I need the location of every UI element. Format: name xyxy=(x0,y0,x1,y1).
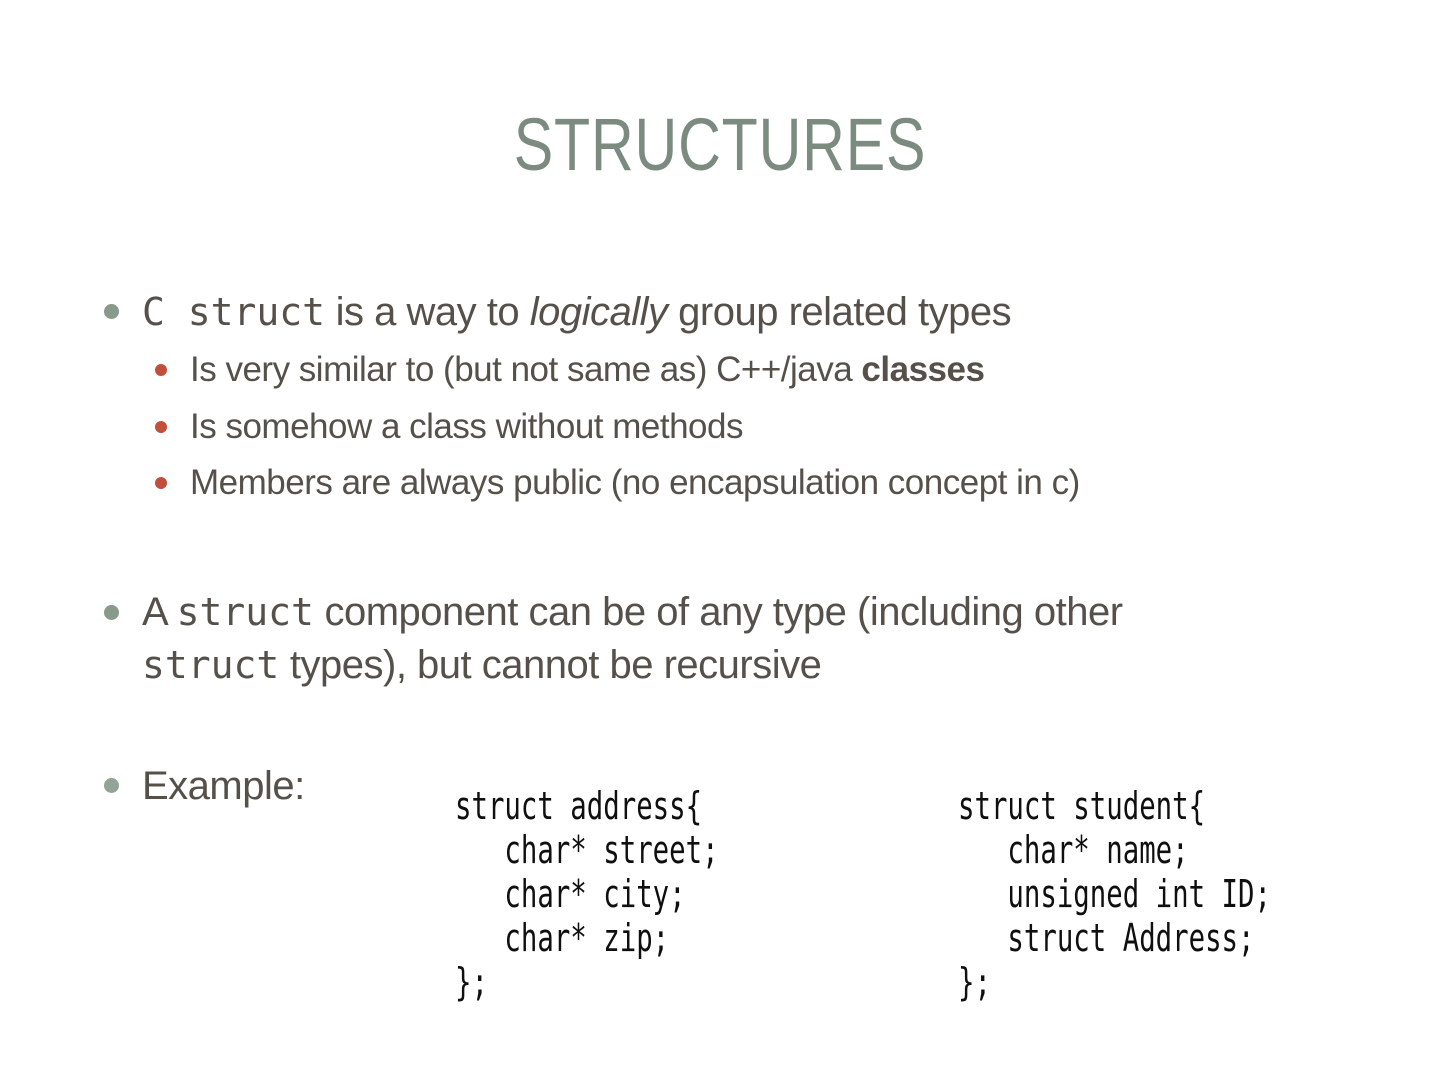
code-line: unsigned int ID; xyxy=(958,872,1271,916)
bullet-gutter xyxy=(152,462,190,489)
page-title: STRUCTURES xyxy=(513,103,927,186)
sub-bullet-dot-icon xyxy=(155,477,167,489)
text-segment: types), but cannot be recursive xyxy=(279,643,822,687)
code-block-student: struct student{ char* name; unsigned int… xyxy=(958,784,1271,1004)
bullet-item-1: C struct is a way to logically group rel… xyxy=(100,287,1360,337)
bullet-2-text: A struct component can be of any type (i… xyxy=(142,586,1123,692)
italic-segment: logically xyxy=(529,290,668,334)
text-segment: is a way to xyxy=(325,290,530,334)
bullet-gutter xyxy=(100,761,142,793)
code-line: char* zip; xyxy=(455,916,670,960)
sub-bullet-dot-icon xyxy=(155,421,167,433)
inline-code: struct xyxy=(142,643,280,687)
inline-code: C struct xyxy=(142,290,326,334)
sub-bullet-2-text: Is somehow a class without methods xyxy=(190,407,743,446)
bullet-dot-icon xyxy=(104,778,119,793)
code-line: }; xyxy=(958,960,991,1004)
sub-bullet-item-1: Is very similar to (but not same as) C++… xyxy=(152,349,1382,391)
sub-bullet-dot-icon xyxy=(155,364,167,376)
code-line: char* name; xyxy=(958,828,1189,872)
code-line: struct student{ xyxy=(958,784,1206,828)
inline-code: struct xyxy=(176,590,314,634)
code-line: }; xyxy=(455,960,488,1004)
text-segment: component can be of any type (including … xyxy=(313,590,1123,634)
sub-bullet-3-text: Members are always public (no encapsulat… xyxy=(190,463,1080,502)
bullet-gutter xyxy=(100,586,142,620)
bullet-dot-icon xyxy=(104,605,119,620)
code-line: struct address{ xyxy=(455,784,703,828)
bullet-2-line-1: A struct component can be of any type (i… xyxy=(142,590,1123,634)
bullet-gutter xyxy=(100,287,142,319)
bullet-2-line-2: struct types), but cannot be recursive xyxy=(142,643,822,687)
code-line: char* street; xyxy=(455,828,719,872)
bullet-gutter xyxy=(152,349,190,376)
bullet-item-2: A struct component can be of any type (i… xyxy=(100,586,1380,692)
text-segment: group related types xyxy=(667,290,1012,334)
sub-bullet-item-2: Is somehow a class without methods xyxy=(152,406,1382,448)
bullet-item-3: Example: xyxy=(100,761,600,811)
sub-bullet-1-text: Is very similar to (but not same as) C++… xyxy=(190,349,985,391)
code-line: struct Address; xyxy=(958,916,1255,960)
code-line: char* city; xyxy=(455,872,686,916)
bullet-dot-icon xyxy=(104,304,119,319)
bold-segment: classes xyxy=(861,350,985,389)
text-segment: A xyxy=(142,590,177,634)
text-segment: Is very similar to (but not same as) C++… xyxy=(190,350,862,389)
code-block-address: struct address{ char* street; char* city… xyxy=(455,784,719,1004)
example-label: Example: xyxy=(142,764,305,808)
sub-bullet-item-3: Members are always public (no encapsulat… xyxy=(152,462,1382,504)
bullet-gutter xyxy=(152,406,190,433)
bullet-1-text: C struct is a way to logically group rel… xyxy=(142,287,1012,337)
